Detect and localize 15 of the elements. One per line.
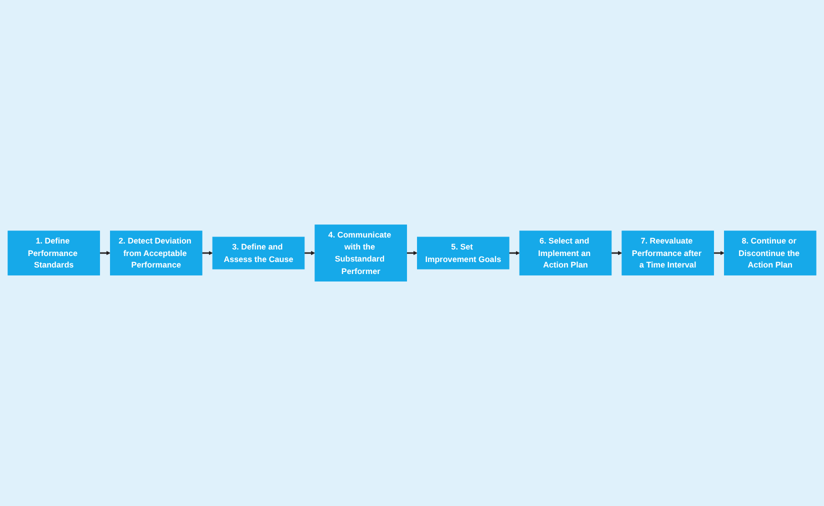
node-box: 3. Define and Assess the Cause — [212, 236, 305, 270]
arrow — [509, 250, 520, 256]
node-box: 2. Detect Deviation from Acceptable Performance — [110, 230, 202, 276]
arrow — [611, 250, 622, 256]
arrow — [304, 250, 316, 256]
arrow — [714, 250, 724, 256]
arrow — [406, 250, 418, 256]
node-box: 5. Set Improvement Goals — [417, 236, 510, 270]
arrow — [100, 250, 110, 256]
node-box: 7. Reevaluate Performance after a Time Interval — [622, 230, 714, 276]
node-box: 1. Define Performance Standards — [8, 230, 100, 276]
node-box: 8. Continue or Discontinue the Action Plan — [724, 230, 816, 276]
node-box: 4. Communicate with the Substandard Performer — [314, 224, 407, 282]
arrow — [202, 250, 213, 256]
node-box: 6. Select and Implement an Action Plan — [519, 230, 612, 276]
